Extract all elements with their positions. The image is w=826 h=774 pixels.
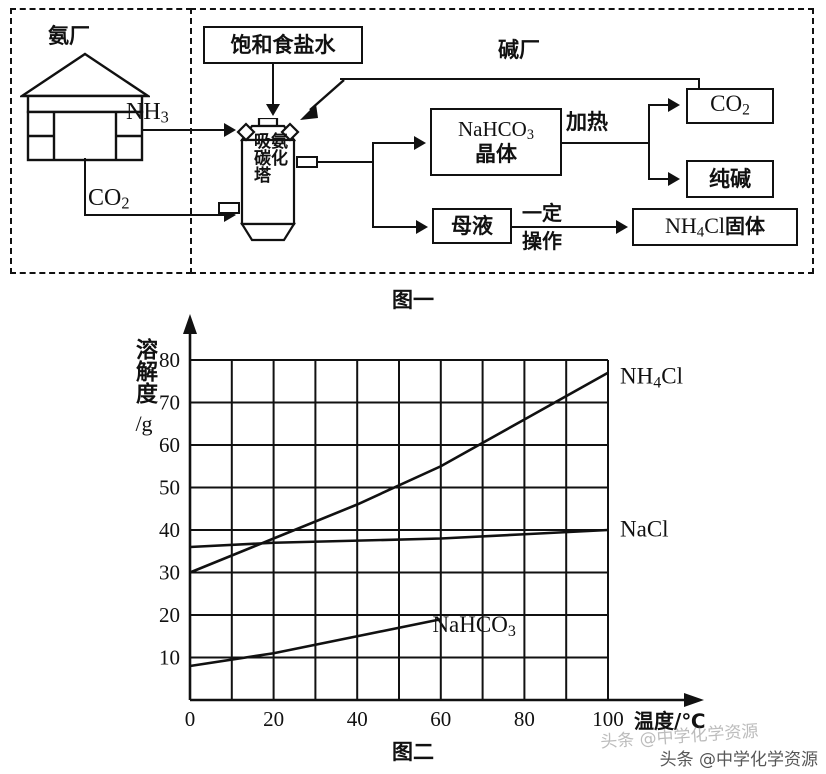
brine-down-line — [272, 64, 275, 106]
soda-plant-zone — [190, 8, 814, 274]
tower-inlet-stub-bottom — [218, 202, 240, 214]
absorption-carbonation-tower: 吸碳塔 氨化 — [236, 118, 300, 248]
heat-out-line — [562, 142, 650, 145]
operation-label-line1: 一定 — [522, 201, 562, 225]
soda-ash-label: 纯碱 — [709, 166, 751, 191]
solubility-chart-svg: 0 20 40 60 80 100 10 20 30 40 50 60 70 80 NH4ClNaClNa… — [159, 314, 704, 730]
co2-input-label: CO2 — [88, 185, 130, 213]
recycle-diagonal-arrow-icon — [300, 79, 345, 120]
ytick-label: 30 — [159, 561, 180, 585]
chart-ylabel: 溶解度 /g — [124, 338, 164, 437]
xtick-label: 100 — [592, 707, 624, 730]
ytick-label: 50 — [159, 476, 180, 500]
factory-building-icon — [20, 52, 150, 162]
operation-label-line2: 操作 — [522, 229, 562, 253]
xtick-label: 0 — [185, 707, 196, 730]
split-to-mother-line — [372, 226, 418, 229]
soda-arrow-icon — [668, 172, 680, 186]
nh3-arrow-icon — [224, 123, 236, 137]
recycle-top-line — [340, 78, 700, 81]
tower-out-line — [316, 161, 374, 164]
split-to-nahco3-line — [372, 142, 416, 145]
nahco3-crystal-label: 晶体 — [475, 142, 517, 167]
co2-output-label: CO2 — [710, 91, 750, 119]
heating-label: 加热 — [566, 110, 608, 134]
tower-label-col2: 氨化 — [267, 132, 287, 166]
figure-1-flow-diagram: 氨厂 碱厂 NH3 CO2 饱和食盐水 — [0, 0, 826, 320]
xtick-label: 20 — [263, 707, 284, 730]
ytick-label: 80 — [159, 348, 180, 372]
series-label-nacl: NaCl — [620, 516, 669, 541]
heat-to-co2-line — [648, 104, 670, 107]
series-line-NaCl — [189, 528, 609, 549]
nahco3-crystal-box: NaHCO3 晶体 — [430, 108, 562, 176]
xtick-label: 60 — [430, 707, 451, 730]
ytick-label: 20 — [159, 603, 180, 627]
heat-split-vertical — [648, 104, 651, 180]
chart-gridlines — [189, 359, 609, 701]
tower-label-col1: 吸碳塔 — [250, 132, 270, 183]
ammonia-plant-label: 氨厂 — [48, 24, 90, 48]
nh4cl-arrow-icon — [616, 220, 628, 234]
xtick-label: 80 — [514, 707, 535, 730]
co2-out-arrow-icon — [668, 98, 680, 112]
tower-outlet-stub-top — [296, 156, 318, 168]
ytick-label: 60 — [159, 433, 180, 457]
soda-ash-box: 纯碱 — [686, 160, 774, 198]
heat-to-soda-line — [648, 178, 670, 181]
xtick-label: 40 — [347, 707, 368, 730]
brine-arrow-icon — [266, 104, 280, 116]
co2-output-box: CO2 — [686, 88, 774, 124]
ytick-label: 70 — [159, 391, 180, 415]
mother-to-nh4cl-line — [512, 226, 620, 229]
series-label-nahco3: NaHCO3 — [432, 612, 515, 640]
chart-series-paths — [189, 371, 609, 668]
figure-2-caption: 图二 — [392, 740, 434, 764]
ytick-label: 10 — [159, 646, 180, 670]
saturated-brine-box: 饱和食盐水 — [203, 26, 363, 64]
co2-vertical-line — [84, 158, 87, 216]
mother-liquor-label: 母液 — [451, 213, 493, 238]
nh4cl-solid-box: NH4Cl固体 — [632, 208, 798, 246]
watermark: 头条 @中学化学资源 — [659, 750, 818, 770]
nh4cl-solid-label: NH4Cl固体 — [664, 212, 766, 241]
chart-tick-labels: 0 20 40 60 80 100 10 20 30 40 50 60 70 80 — [159, 348, 624, 730]
mother-liquor-box: 母液 — [432, 208, 512, 244]
co2-horizontal-line — [84, 214, 226, 217]
series-label-nh4cl: NH4Cl — [620, 363, 683, 391]
nh3-label: NH3 — [126, 99, 169, 127]
nahco3-formula-label: NaHCO3 — [458, 116, 534, 144]
nh3-line — [142, 129, 226, 132]
saturated-brine-label: 饱和食盐水 — [230, 32, 336, 57]
mother-liquor-arrow-icon — [416, 220, 428, 234]
chart-xlabel: 温度/℃ — [634, 709, 706, 733]
ytick-label: 40 — [159, 518, 180, 542]
nahco3-arrow-icon — [414, 136, 426, 150]
split-vertical-line — [372, 142, 375, 228]
soda-plant-label: 碱厂 — [498, 38, 540, 62]
chart-ylabel-unit: /g — [135, 411, 153, 436]
chart-ylabel-chars: 溶解度 — [131, 338, 157, 404]
series-line-NaHCO3 — [189, 617, 442, 668]
figure-1-caption: 图一 — [392, 288, 434, 312]
